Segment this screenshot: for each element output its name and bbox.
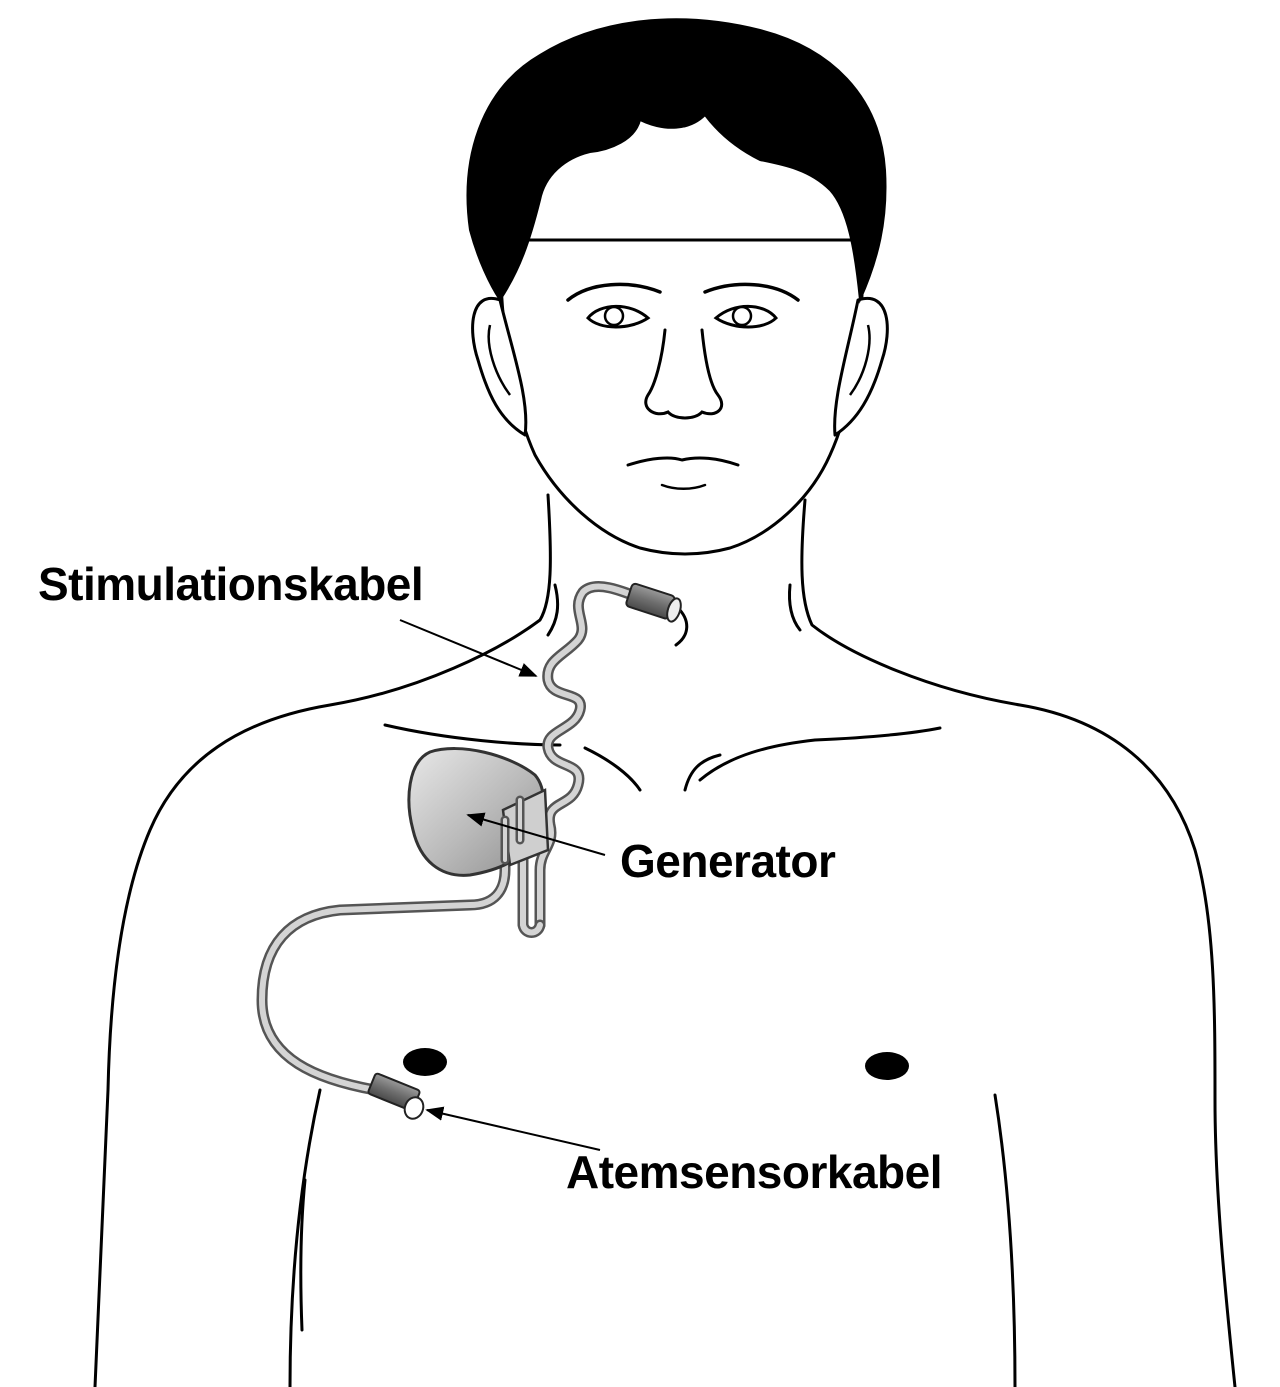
label-stimulation-cable: Stimulationskabel <box>38 558 538 677</box>
breathing-sensor-cable-label: Atemsensorkabel <box>566 1146 942 1198</box>
breathing-sensor-tip <box>367 1072 425 1120</box>
generator-device <box>407 747 550 877</box>
stimulation-cable-label: Stimulationskabel <box>38 558 423 610</box>
label-generator: Generator <box>466 812 836 887</box>
left-nipple <box>403 1048 447 1076</box>
arrow-icon <box>399 619 538 677</box>
arrow-icon <box>425 1106 601 1151</box>
breathing-sensor-cable <box>256 814 511 1096</box>
generator-label: Generator <box>620 835 836 887</box>
torso <box>93 493 1237 1387</box>
head <box>466 18 889 556</box>
hair <box>466 18 887 304</box>
label-breathing-sensor-cable: Atemsensorkabel <box>425 1106 943 1198</box>
stimulation-electrode <box>625 582 682 623</box>
right-nipple <box>865 1052 909 1080</box>
arrow-icon <box>466 812 606 856</box>
stimulation-cable <box>517 581 651 938</box>
